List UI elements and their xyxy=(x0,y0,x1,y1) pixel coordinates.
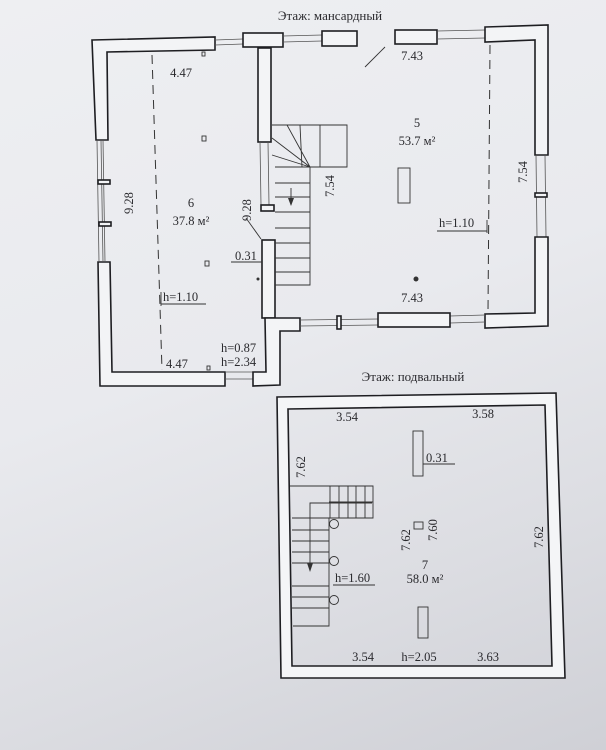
attic-floor-title: Этаж: мансардный xyxy=(278,8,382,23)
attic-walls xyxy=(91,24,549,387)
room6-height-b: h=2.34 xyxy=(221,355,257,369)
room6-height-low: h=1.10 xyxy=(163,290,198,304)
room7-center-right: 7.60 xyxy=(426,519,440,541)
attic-fixtures xyxy=(201,51,419,371)
room5-number: 5 xyxy=(414,116,420,130)
basement-walls xyxy=(276,392,566,679)
room6-left-length: 9.28 xyxy=(122,192,136,214)
room-5-labels: 7.43 5 53.7 м² 7.54 7.54 h=1.10 7.43 xyxy=(323,49,530,305)
basement-floor-title: Этаж: подвальный xyxy=(362,369,465,384)
room7-height: h=2.05 xyxy=(401,650,436,664)
room6-bottom-width: 4.47 xyxy=(166,357,188,371)
room7-area: 58.0 м² xyxy=(407,572,444,586)
basement-staircase xyxy=(290,485,374,627)
room5-area: 53.7 м² xyxy=(399,134,436,148)
room6-number: 6 xyxy=(188,196,194,210)
room6-height-a: h=0.87 xyxy=(221,341,256,355)
room5-right-length: 7.54 xyxy=(516,160,530,183)
attic-staircase xyxy=(271,124,348,286)
room7-column-width: 0.31 xyxy=(426,451,448,465)
room7-center-left: 7.62 xyxy=(399,529,413,551)
room7-bottom-right: 3.63 xyxy=(477,650,499,664)
room7-left-length: 7.62 xyxy=(294,456,308,478)
room5-left-length: 7.54 xyxy=(323,174,337,197)
room-6-labels: 4.47 9.28 6 37.8 м² 9.28 0.31 h=1.10 h=0… xyxy=(122,66,262,371)
room-7-labels: 3.54 3.58 0.31 7.62 7.62 7.60 7.62 7 58.… xyxy=(294,407,546,664)
room7-number: 7 xyxy=(422,558,428,572)
room5-bottom-width: 7.43 xyxy=(401,291,423,305)
room6-top-width: 4.47 xyxy=(170,66,192,80)
room7-right-length: 7.62 xyxy=(532,526,546,548)
room5-height-low: h=1.10 xyxy=(439,216,474,230)
room6-wall-thickness: 0.31 xyxy=(235,249,257,263)
room7-top-right: 3.58 xyxy=(472,407,494,421)
attic-dashed-lines xyxy=(151,44,491,371)
room6-area: 37.8 м² xyxy=(173,214,210,228)
room7-top-left: 3.54 xyxy=(336,410,359,424)
room6-right-length: 9.28 xyxy=(240,199,254,221)
room7-height-stair: h=1.60 xyxy=(335,571,370,585)
room5-top-width: 7.43 xyxy=(401,49,423,63)
room7-bottom-left: 3.54 xyxy=(352,650,375,664)
basement-fixtures xyxy=(412,430,455,639)
